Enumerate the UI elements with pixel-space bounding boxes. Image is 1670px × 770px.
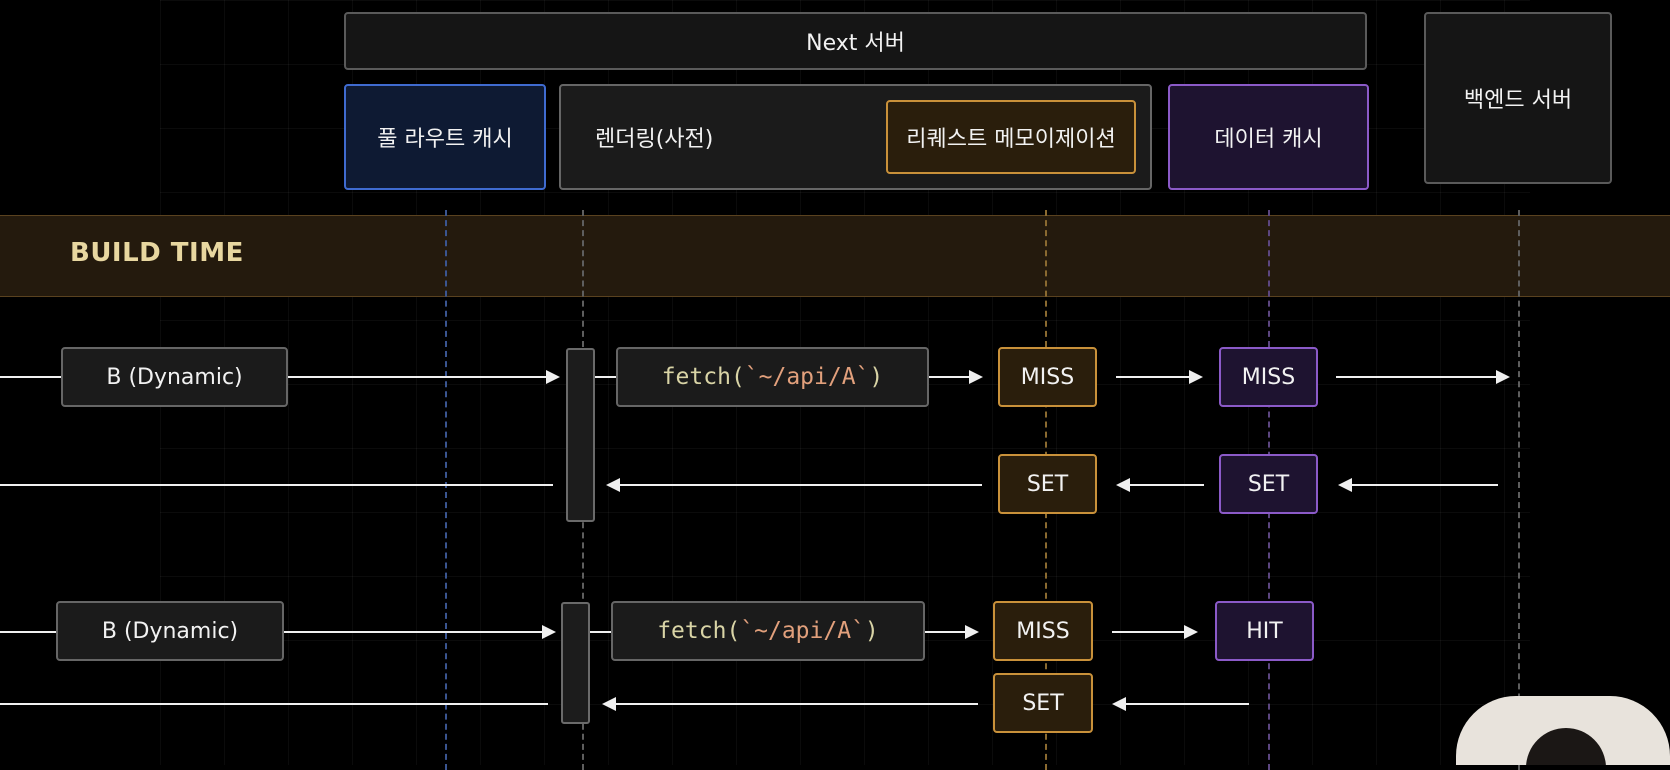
fetch-call-2: fetch(`~/api/A`): [611, 601, 925, 661]
arrow-head-right: [1184, 625, 1198, 639]
data-hit-2: HIT: [1215, 601, 1314, 661]
arrow-memo-to-data-2: [1112, 631, 1190, 633]
incoming-arrow-1: [0, 376, 62, 378]
outgoing-line-1: [0, 484, 553, 486]
backend-server-header: 백엔드 서버: [1424, 12, 1612, 184]
memo-set-1: SET: [998, 454, 1097, 514]
full-route-cache-header: 풀 라우트 캐시: [344, 84, 546, 190]
route-box-1: B (Dynamic): [61, 347, 288, 407]
arrow-head-left: [1112, 697, 1126, 711]
arrow-head-right: [546, 370, 560, 384]
arrow-memo-to-render-1: [618, 484, 982, 486]
fetch-close-2: ): [864, 618, 879, 644]
presenter-head: [1526, 728, 1606, 765]
request-memoization-title: 리퀘스트 메모이제이션: [906, 127, 1116, 152]
connector-bar-to-fetch-1: [595, 376, 617, 378]
data-cache-header: 데이터 캐시: [1168, 84, 1369, 190]
arrow-head-left: [1338, 478, 1352, 492]
arrow-head-right: [542, 625, 556, 639]
outgoing-line-2: [0, 703, 548, 705]
arrow-data-to-backend-1: [1336, 376, 1502, 378]
arrow-fetch-to-memo-2: [925, 631, 973, 633]
build-time-label: BUILD TIME: [70, 238, 244, 268]
lifeline-full-route-cache: [445, 210, 447, 770]
arrow-head-left: [602, 697, 616, 711]
arrow-head-right: [1496, 370, 1510, 384]
route-label-1: B (Dynamic): [106, 364, 243, 390]
rendering-title: 렌더링(사전): [595, 127, 714, 152]
memo-miss-label-1: MISS: [1020, 364, 1075, 390]
data-set-label-1: SET: [1247, 471, 1290, 497]
data-cache-title: 데이터 캐시: [1214, 127, 1323, 152]
arrow-fetch-to-memo-1: [929, 376, 977, 378]
incoming-arrow-2: [0, 631, 58, 633]
lifeline-backend-server: [1518, 210, 1520, 770]
fetch-fn-1: fetch(: [661, 364, 745, 390]
fetch-arg-2: `~/api/A`: [740, 618, 865, 644]
fetch-fn-2: fetch(: [657, 618, 741, 644]
memo-miss-2: MISS: [993, 601, 1093, 661]
data-set-1: SET: [1219, 454, 1318, 514]
arrow-data-to-memo-1: [1128, 484, 1204, 486]
data-hit-label-2: HIT: [1246, 618, 1283, 644]
memo-set-label-1: SET: [1026, 471, 1069, 497]
arrow-route-to-render-2: [284, 631, 544, 633]
arrow-head-left: [606, 478, 620, 492]
memo-miss-1: MISS: [998, 347, 1097, 407]
memo-miss-label-2: MISS: [1016, 618, 1070, 644]
arrow-backend-to-data-1: [1350, 484, 1498, 486]
backend-server-title: 백엔드 서버: [1463, 88, 1573, 113]
arrow-head-right: [1189, 370, 1203, 384]
arrow-data-to-memo-2: [1124, 703, 1249, 705]
arrow-head-right: [969, 370, 983, 384]
build-time-band: [0, 215, 1670, 297]
data-miss-1: MISS: [1219, 347, 1318, 407]
render-activation-bar-1: [566, 348, 595, 522]
arrow-head-right: [965, 625, 979, 639]
fetch-close-1: ): [869, 364, 884, 390]
next-server-title: Next 서버: [806, 31, 905, 56]
arrow-memo-to-render-2: [614, 703, 978, 705]
arrow-memo-to-data-1: [1116, 376, 1194, 378]
presenter-video-thumbnail: [1456, 696, 1670, 765]
arrow-route-to-render-1: [288, 376, 548, 378]
request-memoization-header: 리퀘스트 메모이제이션: [886, 100, 1136, 174]
next-server-header: Next 서버: [344, 12, 1367, 70]
fetch-arg-1: `~/api/A`: [744, 364, 870, 390]
memo-set-2: SET: [993, 673, 1093, 733]
connector-bar-to-fetch-2: [590, 631, 612, 633]
arrow-head-left: [1116, 478, 1130, 492]
memo-set-label-2: SET: [1022, 690, 1064, 716]
full-route-cache-title: 풀 라우트 캐시: [377, 127, 513, 152]
route-box-2: B (Dynamic): [56, 601, 284, 661]
route-label-2: B (Dynamic): [101, 618, 239, 644]
data-miss-label-1: MISS: [1241, 364, 1296, 390]
render-activation-bar-2: [561, 602, 590, 724]
fetch-call-1: fetch(`~/api/A`): [616, 347, 929, 407]
